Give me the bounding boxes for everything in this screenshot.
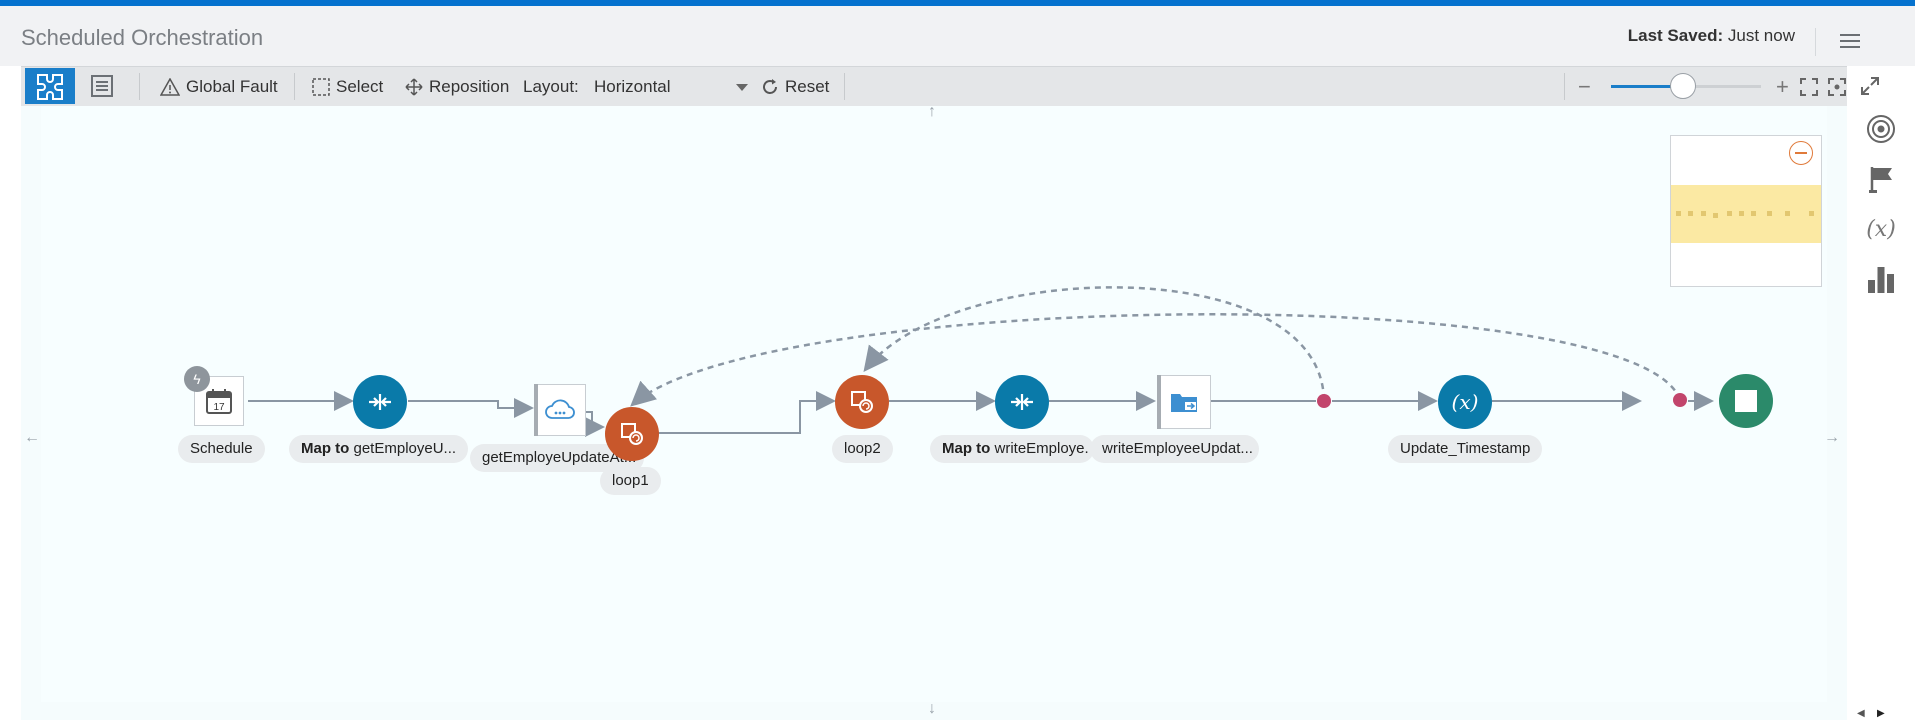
header-divider [1815,28,1816,56]
puzzle-icon [37,74,63,100]
page-header: Scheduled Orchestration Last Saved: Just… [0,6,1915,66]
toolbar-divider [139,73,140,100]
update-timestamp-label[interactable]: Update_Timestamp [1388,435,1543,463]
invoke-writeemployeeupdate-label[interactable]: writeEmployeeUpdat... [1090,435,1259,463]
minimap-viewport[interactable] [1671,185,1821,243]
top-accent-bar [0,0,1915,6]
map-writeemploye-node[interactable] [995,375,1049,429]
minus-icon [1795,152,1807,154]
minimap-nodes [1676,211,1814,218]
variable-icon[interactable]: (x) [1866,216,1896,242]
layout-dropdown-value: Horizontal [594,76,671,96]
loop1-end-joint[interactable] [1673,393,1687,407]
reset-label: Reset [785,76,830,96]
scroll-down-arrow[interactable]: ↓ [928,700,936,717]
connector-line [408,398,534,418]
loop2-end-joint[interactable] [1317,394,1331,408]
global-fault-button[interactable]: Global Fault [160,67,278,106]
move-icon [405,77,423,96]
focus-icon [1828,77,1846,96]
scroll-up-arrow[interactable]: ↑ [928,103,936,120]
reset-button[interactable]: Reset [761,67,829,106]
minimap-collapse-button[interactable] [1789,141,1813,165]
list-view-button[interactable] [77,68,127,104]
scroll-left-arrow[interactable]: ← [24,429,40,446]
page-title: Scheduled Orchestration [21,25,264,50]
reposition-tool-button[interactable]: Reposition [405,67,509,106]
refresh-icon [761,78,779,96]
loop2-label[interactable]: loop2 [832,435,893,463]
layout-label: Layout: [523,76,579,96]
svg-text:17: 17 [213,402,225,413]
loop1-node[interactable] [605,407,659,461]
zoom-out-button[interactable]: − [1578,73,1591,99]
reposition-label: Reposition [429,76,510,96]
marquee-select-icon [312,77,330,96]
menu-icon[interactable] [1840,30,1860,52]
scroll-right-arrow[interactable]: → [1824,429,1840,446]
zoom-slider-fill [1611,85,1683,88]
file-adapter-icon [1171,394,1197,412]
cloud-adapter-icon [545,399,575,419]
last-saved-value: Just now [1727,26,1795,45]
fit-to-screen-button[interactable] [1799,67,1819,106]
toolbar-divider [844,73,845,100]
connector-line [584,411,605,437]
connector-line [658,391,836,434]
right-panel-rail: (x) ◀ ▶ [1847,106,1915,720]
canvas-toolbar: Global Fault Select Reposition Layout: H… [21,66,1847,107]
map-getemploye-label[interactable]: Map to getEmployeU... [289,435,469,463]
map-writeemploye-label[interactable]: Map to writeEmploye. [930,435,1094,463]
schedule-label[interactable]: Schedule [178,435,265,463]
warning-icon [160,77,180,96]
canvas-view-button[interactable] [25,68,75,104]
global-fault-label: Global Fault [186,76,278,96]
zoom-slider-thumb[interactable] [1670,73,1696,99]
lightning-icon: ϟ [184,366,210,392]
target-icon[interactable] [1847,109,1915,149]
bar-chart-icon[interactable] [1847,259,1915,299]
toolbar-divider [1564,73,1565,100]
last-saved-status: Last Saved: Just now [1628,26,1795,46]
chevron-down-icon [736,84,748,91]
canvas-minimap[interactable] [1670,135,1822,287]
last-saved-label: Last Saved: [1627,26,1724,45]
expand-icon [1861,76,1879,95]
list-icon [91,75,113,97]
calendar-icon: 17 [206,389,232,414]
fullscreen-button[interactable] [1860,66,1880,105]
invoke-writeemployeeupdate-node[interactable] [1157,375,1211,429]
loop-icon [851,391,873,413]
map-getemploye-node[interactable] [353,375,407,429]
loop1-label[interactable]: loop1 [600,467,661,495]
map-arrows-icon [369,394,391,410]
stop-icon [1735,390,1757,412]
loop2-node[interactable] [835,375,889,429]
flag-icon[interactable] [1847,159,1915,199]
panel-scroll-right-icon[interactable]: ▶ [1877,708,1885,719]
variable-icon: (x) [1451,390,1479,414]
loop2-back-edge [863,286,1326,401]
layout-dropdown[interactable]: Horizontal [588,73,754,100]
zoom-in-button[interactable]: + [1776,73,1789,99]
loop1-back-edge [630,313,1682,407]
fit-screen-icon [1800,77,1818,96]
map-arrows-icon [1011,394,1033,410]
invoke-getemployeupdate-node[interactable] [534,384,586,436]
panel-scroll-left-icon[interactable]: ◀ [1857,708,1865,719]
loop-icon [621,423,643,445]
zoom-to-selection-button[interactable] [1827,67,1847,106]
select-tool-button[interactable]: Select [312,67,383,106]
select-label: Select [336,76,384,96]
end-node[interactable] [1719,374,1773,428]
zoom-slider[interactable] [1611,73,1761,99]
assign-update-timestamp-node[interactable]: (x) [1438,375,1492,429]
toolbar-divider [294,73,295,100]
